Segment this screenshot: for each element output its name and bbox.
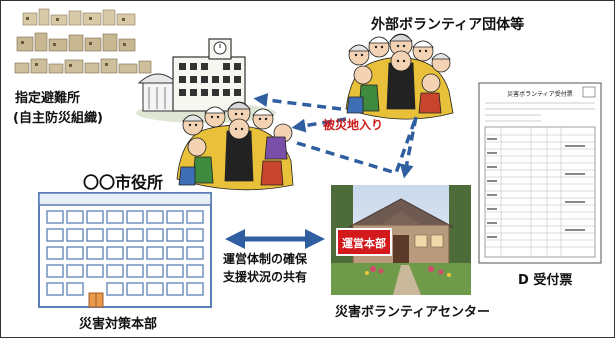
shelter-label: 指定避難所 [15,90,80,106]
arrow-to-crowd [291,117,347,133]
status-sharing-label: 支援状況の共有 [222,269,307,284]
city-hall-building-illustration [38,192,212,308]
volunteer-center-label: 災害ボランティアセンター [335,304,490,320]
center-sign-label: 運営本部 [342,236,386,250]
volunteer-crowd-lower-illustration [176,101,294,191]
town-skyline-illustration [14,8,152,74]
disaster-entry-arrows [253,93,418,179]
center-sign-box [336,228,392,256]
city-hall-label: 〇〇市役所 [83,173,163,192]
shelter-building-illustration [136,38,276,123]
volunteer-crowd-upper-illustration [345,33,454,120]
arrow-return-path [296,116,418,176]
volunteer-center-photo: 運営本部 [331,185,471,295]
external-groups-label: 外部ボランティア団体等 [371,16,524,33]
arrow-to-shelter [253,93,342,111]
shelter-sub-label: (自主防災組織) [13,110,103,126]
disaster-hq-label: 災害対策本部 [79,316,157,332]
reception-slip-label: D 受付票 [518,272,572,288]
arrow-to-center [399,116,418,179]
disaster-entry-label: 被災地入り [323,117,383,132]
reception-form-illustration: 災害ボランティア受付票 [478,82,602,264]
operation-label: 運営体制の確保 [223,251,308,266]
reception-form-title: 災害ボランティア受付票 [507,90,573,98]
